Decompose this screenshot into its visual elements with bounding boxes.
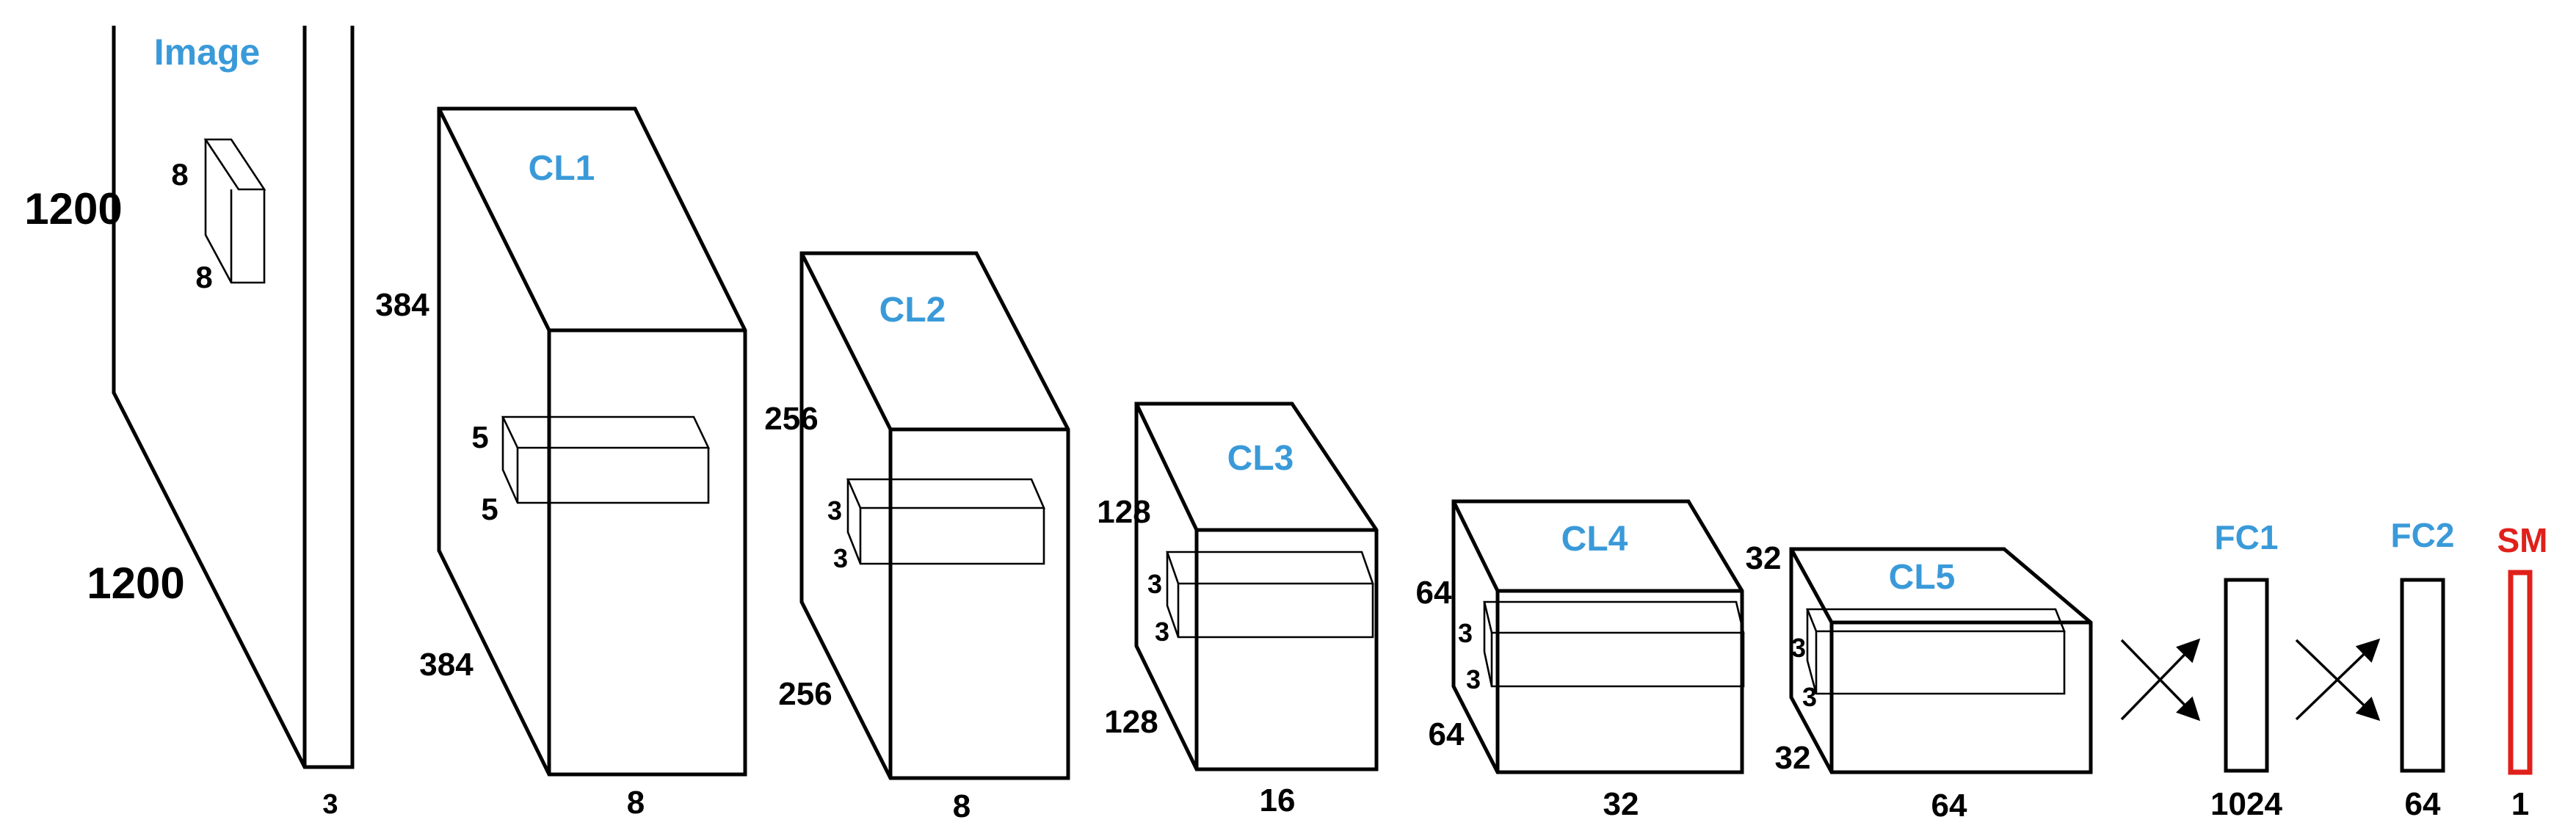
- input-image-title: Image: [154, 32, 261, 73]
- cl2-width-label: 256: [778, 676, 832, 712]
- cl4-height-label: 64: [1416, 575, 1452, 611]
- fc2-title: FC2: [2391, 516, 2455, 554]
- fc2-layer: FC2 64: [2391, 516, 2455, 822]
- cross-connection-fc1-fc2: [2295, 638, 2381, 722]
- cl4-kernel-h-label: 3: [1458, 618, 1473, 648]
- softmax-layer: SM 1: [2497, 521, 2548, 822]
- cl1-block: [437, 106, 747, 777]
- cl4-width-label: 64: [1429, 716, 1465, 752]
- cl1-height-label: 384: [375, 287, 429, 323]
- cl1-kernel-w-label: 5: [481, 492, 498, 526]
- cl3-height-label: 128: [1097, 494, 1150, 530]
- cl3-kernel-h-label: 3: [1147, 569, 1162, 599]
- cl5-depth-label: 64: [1931, 788, 1967, 824]
- softmax-title: SM: [2497, 521, 2548, 559]
- input-image-slab: [112, 26, 355, 769]
- fc2-block: [2400, 578, 2445, 773]
- input-kernel-h-label: 8: [171, 157, 188, 192]
- cl2-title: CL2: [879, 291, 946, 330]
- input-kernel-w-label: 8: [195, 260, 212, 294]
- fc1-title: FC1: [2215, 518, 2279, 556]
- cl1-layer: CL1 384 384 8 5 5: [375, 106, 747, 821]
- cl5-title: CL5: [1889, 558, 1956, 597]
- fc1-size-label: 1024: [2210, 786, 2282, 822]
- cl5-kernel-h-label: 3: [1791, 633, 1806, 663]
- cl4-layer: CL4 64 64 32 3 3: [1416, 499, 1745, 822]
- cl4-kernel-box: [1483, 600, 1745, 688]
- cl4-kernel-w-label: 3: [1466, 664, 1481, 694]
- input-width-label: 1200: [87, 559, 184, 608]
- cl1-kernel-h-label: 5: [471, 420, 488, 454]
- fc2-size-label: 64: [2405, 786, 2441, 822]
- cl2-kernel-box: [846, 478, 1045, 565]
- input-channels-label: 3: [322, 789, 338, 820]
- cl1-kernel-box: [501, 415, 711, 504]
- cl3-layer: CL3 128 128 16 3 3: [1097, 402, 1379, 818]
- cl2-kernel-w-label: 3: [833, 543, 848, 573]
- cl2-depth-label: 8: [953, 788, 970, 824]
- cl1-title: CL1: [529, 149, 595, 188]
- cl5-layer: CL5 32 32 64 3 3: [1746, 540, 2093, 824]
- cl1-depth-label: 8: [627, 785, 645, 821]
- cl4-depth-label: 32: [1603, 786, 1639, 822]
- cl3-kernel-w-label: 3: [1155, 617, 1169, 647]
- cl3-block: [1134, 402, 1379, 771]
- cross-connection-cl5-fc1: [2120, 638, 2201, 722]
- input-height-label: 1200: [24, 184, 122, 233]
- cl3-depth-label: 16: [1260, 782, 1296, 818]
- input-kernel-box: [203, 138, 266, 284]
- cl2-layer: CL2 256 256 8 3 3: [764, 251, 1070, 824]
- cl2-kernel-h-label: 3: [827, 495, 842, 526]
- cl3-width-label: 128: [1104, 704, 1158, 740]
- cl3-title: CL3: [1227, 439, 1294, 478]
- cl5-width-label: 32: [1775, 740, 1811, 776]
- cl5-height-label: 32: [1746, 540, 1782, 576]
- cl5-kernel-box: [1806, 608, 2066, 695]
- softmax-block: [2508, 570, 2533, 775]
- softmax-size-label: 1: [2511, 786, 2529, 822]
- input-image-layer: Image 1200 1200 3 8 8: [24, 26, 355, 820]
- cl5-block: [1789, 547, 2093, 774]
- cl1-width-label: 384: [419, 647, 474, 683]
- cl2-block: [799, 251, 1070, 780]
- cl4-block: [1451, 499, 1744, 774]
- fc1-layer: FC1 1024: [2210, 518, 2282, 822]
- fc1-block: [2224, 578, 2269, 773]
- cl3-kernel-box: [1166, 551, 1374, 639]
- cl5-kernel-w-label: 3: [1802, 682, 1817, 712]
- cl4-title: CL4: [1561, 520, 1628, 559]
- cl2-height-label: 256: [764, 401, 818, 437]
